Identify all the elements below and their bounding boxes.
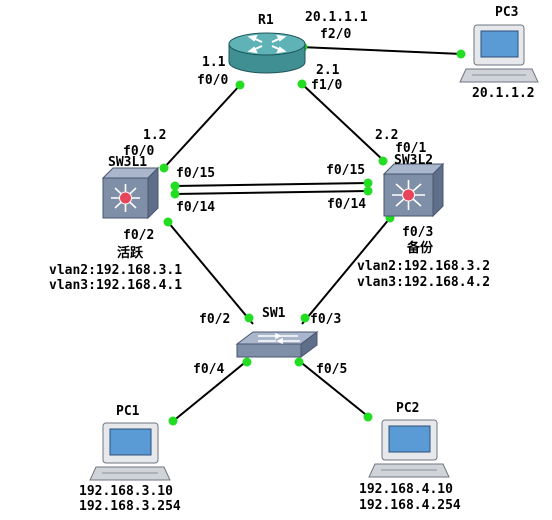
sw3l1-f0-0-ip-label: 1.2	[143, 128, 166, 143]
sw3l1-f0-0-label: f0/0	[123, 144, 154, 159]
labels: R1 20.1.1.1 f2/0 1.1 f0/0 2.1 f1/0 PC3 2…	[49, 5, 535, 514]
link-sw3l1-sw1	[167, 221, 254, 325]
sw1-name-label: SW1	[262, 306, 286, 321]
sw3l1-f0-15-label: f0/15	[176, 166, 215, 181]
pc2-name-label: PC2	[396, 401, 419, 416]
link-sw1-pc2	[297, 359, 371, 419]
port-dot-sw3l2-f0-1	[378, 156, 388, 166]
r1-f2-0-ip-label: 20.1.1.1	[305, 10, 368, 25]
pc1-ip-label: 192.168.3.10	[79, 484, 173, 499]
pc2-ip-label: 192.168.4.10	[359, 482, 453, 497]
link-sw3l1-sw3l2-f0-14	[174, 190, 369, 195]
sw3l1-role-label: 活跃	[117, 245, 144, 261]
port-dot-pc2	[363, 412, 373, 422]
port-dots	[159, 42, 466, 426]
r1-f1-0-ip-label: 2.1	[316, 63, 340, 78]
sw3l1-vlan3-label: vlan3:192.168.4.1	[49, 278, 182, 293]
link-sw3l2-sw1	[301, 217, 391, 325]
sw3l1-vlan2-label: vlan2:192.168.3.1	[49, 263, 182, 278]
pc3-ip-label: 20.1.1.2	[472, 86, 535, 101]
port-dot-sw3l1-f0-0	[159, 163, 169, 173]
port-dot-sw3l1-f0-15	[170, 181, 180, 191]
port-dot-r1-f1-0	[297, 79, 307, 89]
port-dot-sw1-f0-2	[244, 313, 254, 323]
sw1-f0-3-label: f0/3	[310, 312, 341, 327]
port-dot-pc3	[456, 49, 466, 59]
links	[161, 46, 463, 423]
router-r1-icon[interactable]	[228, 32, 306, 74]
port-dot-pc1	[168, 416, 178, 426]
l3-switch-sw3l1-icon[interactable]	[101, 166, 160, 220]
port-dot-r1-f0-0	[235, 80, 245, 90]
sw3l1-f0-2-label: f0/2	[123, 228, 154, 243]
port-dot-sw3l2-f0-14	[363, 186, 373, 196]
l3-switch-sw3l2-icon[interactable]	[382, 162, 445, 218]
sw1-f0-5-label: f0/5	[316, 362, 347, 377]
pc1-icon[interactable]	[89, 422, 171, 481]
pc1-name-label: PC1	[116, 404, 140, 419]
link-r1-sw3l2	[301, 83, 386, 163]
port-dot-sw1-f0-5	[294, 357, 304, 367]
r1-f1-0-label: f1/0	[311, 78, 342, 93]
pc2-gateway-label: 192.168.4.254	[359, 498, 461, 513]
link-r1-pc3	[299, 46, 463, 55]
sw3l2-vlan2-label: vlan2:192.168.3.2	[357, 259, 490, 274]
sw3l2-f0-3-label: f0/3	[402, 225, 433, 240]
switch-sw1-icon[interactable]	[235, 331, 319, 358]
sw3l1-name-label: SW3L1	[108, 155, 147, 170]
sw1-f0-4-label: f0/4	[193, 362, 224, 377]
sw3l2-f0-15-label: f0/15	[326, 163, 365, 178]
sw3l2-role-label: 备份	[406, 240, 434, 256]
port-dot-sw1-f0-4	[242, 357, 252, 367]
pc2-icon[interactable]	[368, 419, 450, 478]
r1-name-label: R1	[258, 13, 274, 28]
r1-f2-0-label: f2/0	[320, 27, 351, 42]
sw3l2-f0-1-ip-label: 2.2	[375, 128, 398, 143]
pc1-gateway-label: 192.168.3.254	[79, 499, 181, 514]
sw3l2-name-label: SW3L2	[394, 153, 433, 168]
sw1-f0-2-label: f0/2	[199, 312, 230, 327]
r1-f0-0-ip-label: 1.1	[202, 55, 226, 70]
sw3l2-f0-14-label: f0/14	[327, 197, 366, 212]
link-sw1-pc1	[171, 359, 249, 423]
pc3-icon[interactable]	[459, 24, 539, 83]
r1-f0-0-label: f0/0	[197, 73, 228, 88]
port-dot-sw3l2-f0-15	[363, 178, 373, 188]
sw3l1-f0-14-label: f0/14	[176, 200, 215, 215]
port-dot-sw3l1-f0-2	[163, 217, 173, 227]
pc3-name-label: PC3	[495, 5, 518, 20]
port-dot-sw3l1-f0-14	[170, 189, 180, 199]
sw3l2-f0-1-label: f0/1	[395, 141, 426, 156]
sw3l2-vlan3-label: vlan3:192.168.4.2	[357, 275, 490, 290]
link-r1-sw3l1	[161, 83, 242, 171]
port-dot-sw1-f0-3	[300, 313, 310, 323]
link-sw3l1-sw3l2-f0-15	[174, 182, 369, 187]
